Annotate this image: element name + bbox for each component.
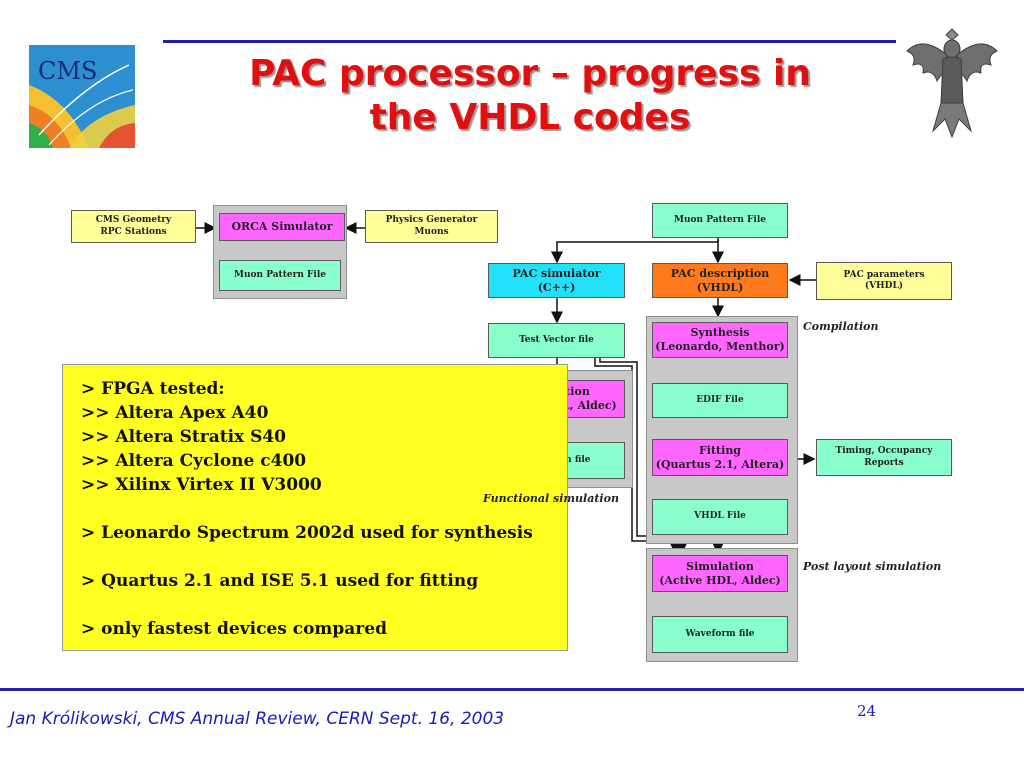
note-spacer [81,545,567,569]
title-line-2: the VHDL codes [369,97,691,138]
orca-simulator-box: ORCA Simulator [219,213,345,241]
title-rule [163,40,896,43]
pac-parameters-box: PAC parameters(VHDL) [816,262,952,300]
cms-logo: CMS [29,45,135,148]
title-line-1: PAC processor – progress in [249,53,811,94]
functional-simulation-label: Functional simulation [483,492,619,505]
footer-text: Jan Królikowski, CMS Annual Review, CERN… [10,709,505,729]
note-line: >> Altera Apex A40 [81,403,269,423]
page-number: 24 [857,702,877,720]
muon-pattern-file-left-box: Muon Pattern File [219,260,341,291]
note-line: > Quartus 2.1 and ISE 5.1 used for fitti… [81,571,479,591]
post-layout-label: Post layout simulation [803,560,942,573]
compilation-label: Compilation [803,320,879,333]
note-line: > only fastest devices compared [81,619,387,639]
muon-pattern-file-right-box: Muon Pattern File [652,203,788,238]
post-layout-simulation-box: Simulation(Active HDL, Aldec) [652,555,788,592]
fitting-box: Fitting(Quartus 2.1, Altera) [652,439,788,476]
note-line: >> Altera Cyclone c400 [81,451,307,471]
test-vector-file-box: Test Vector file [488,323,625,358]
footer-rule [0,688,1024,691]
slide-title: PAC processor – progress in the VHDL cod… [160,52,900,140]
note-line: > Leonardo Spectrum 2002d used for synth… [81,523,533,543]
fpga-notes-panel: > FPGA tested: >> Altera Apex A40 >> Alt… [62,364,568,651]
pac-simulator-box: PAC simulator(C++) [488,263,625,298]
note-spacer [81,593,567,617]
arrow-pattern-to-pacsim [551,238,719,264]
cms-logo-text: CMS [38,57,97,85]
note-line: >> Xilinx Virtex II V3000 [81,475,322,495]
edif-file-box: EDIF File [652,383,788,418]
post-layout-waveform-box: Waveform file [652,616,788,653]
synthesis-box: Synthesis(Leonardo, Menthor) [652,322,788,358]
note-line: >> Altera Stratix S40 [81,427,287,447]
note-line: > FPGA tested: [81,379,225,399]
vhdl-file-box: VHDL File [652,499,788,535]
eagle-emblem-icon [906,28,998,139]
pac-description-box: PAC description(VHDL) [652,263,788,298]
